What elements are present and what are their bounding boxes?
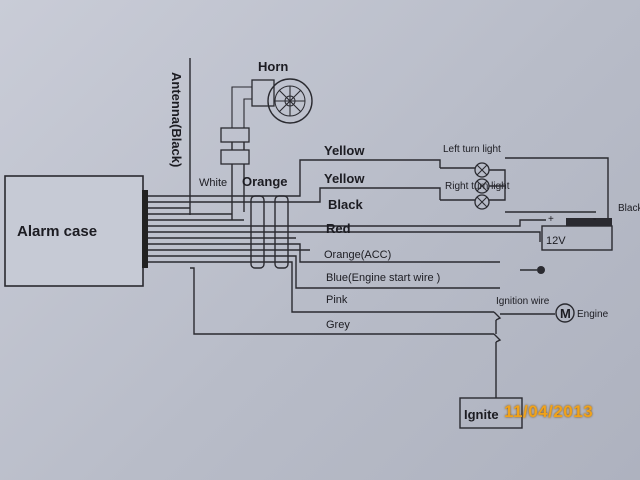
- loop-tube-2: [274, 195, 289, 269]
- blue-label: Blue(Engine start wire ): [326, 272, 440, 284]
- yellow-wire-1: [148, 159, 441, 197]
- pink-label: Pink: [326, 294, 348, 306]
- horn: Horn: [231, 59, 313, 128]
- pink-wire: [148, 261, 494, 313]
- grey-label: Grey: [326, 319, 350, 331]
- relay-box-2: [220, 149, 250, 165]
- red-wire: [148, 231, 541, 242]
- antenna-label: Antenna(Black): [169, 72, 184, 167]
- orange-acc-wire: [148, 243, 500, 263]
- orange-acc-label: Orange(ACC): [324, 249, 391, 261]
- yellow-wire-2: [148, 187, 441, 203]
- grey-wire: [190, 267, 494, 335]
- ignition-switch: [493, 311, 502, 343]
- svg-text:-: -: [593, 214, 596, 225]
- white-label: White: [199, 177, 227, 189]
- alarm-case-label: Alarm case: [17, 223, 97, 240]
- black-wire: [148, 219, 546, 227]
- yellow-label-2: Yellow: [324, 171, 365, 186]
- black-label: Black: [328, 197, 363, 212]
- ignite-label: Ignite: [464, 407, 499, 422]
- yellow-label-1: Yellow: [324, 143, 365, 158]
- red-label: Red: [326, 221, 351, 236]
- horn-icon: [267, 78, 313, 124]
- motor-icon: [555, 303, 575, 323]
- engine-label: Engine: [577, 309, 609, 320]
- alarm-case: Alarm case: [4, 175, 144, 287]
- key-icon: [520, 266, 545, 274]
- date-stamp: 11/04/2013: [504, 402, 594, 421]
- ignite-box: [459, 397, 523, 429]
- horn-label: Horn: [258, 59, 288, 74]
- left-turn-label: Left turn light: [443, 144, 501, 155]
- relay-box-1: [220, 127, 250, 143]
- svg-text:+: +: [548, 214, 554, 225]
- right-turn-label: Right turn light: [445, 181, 510, 192]
- connector-strip: [142, 190, 148, 268]
- battery-12v-label: 12V: [546, 235, 566, 247]
- battery: + - Black 12V: [541, 203, 640, 251]
- motor-symbol: M: [560, 306, 571, 321]
- battery-black-label: Black: [618, 203, 640, 214]
- loop-tube-1: [250, 195, 265, 269]
- orange-label: Orange: [242, 174, 288, 189]
- ignition-wire-label: Ignition wire: [496, 296, 550, 307]
- blue-wire: [148, 255, 500, 289]
